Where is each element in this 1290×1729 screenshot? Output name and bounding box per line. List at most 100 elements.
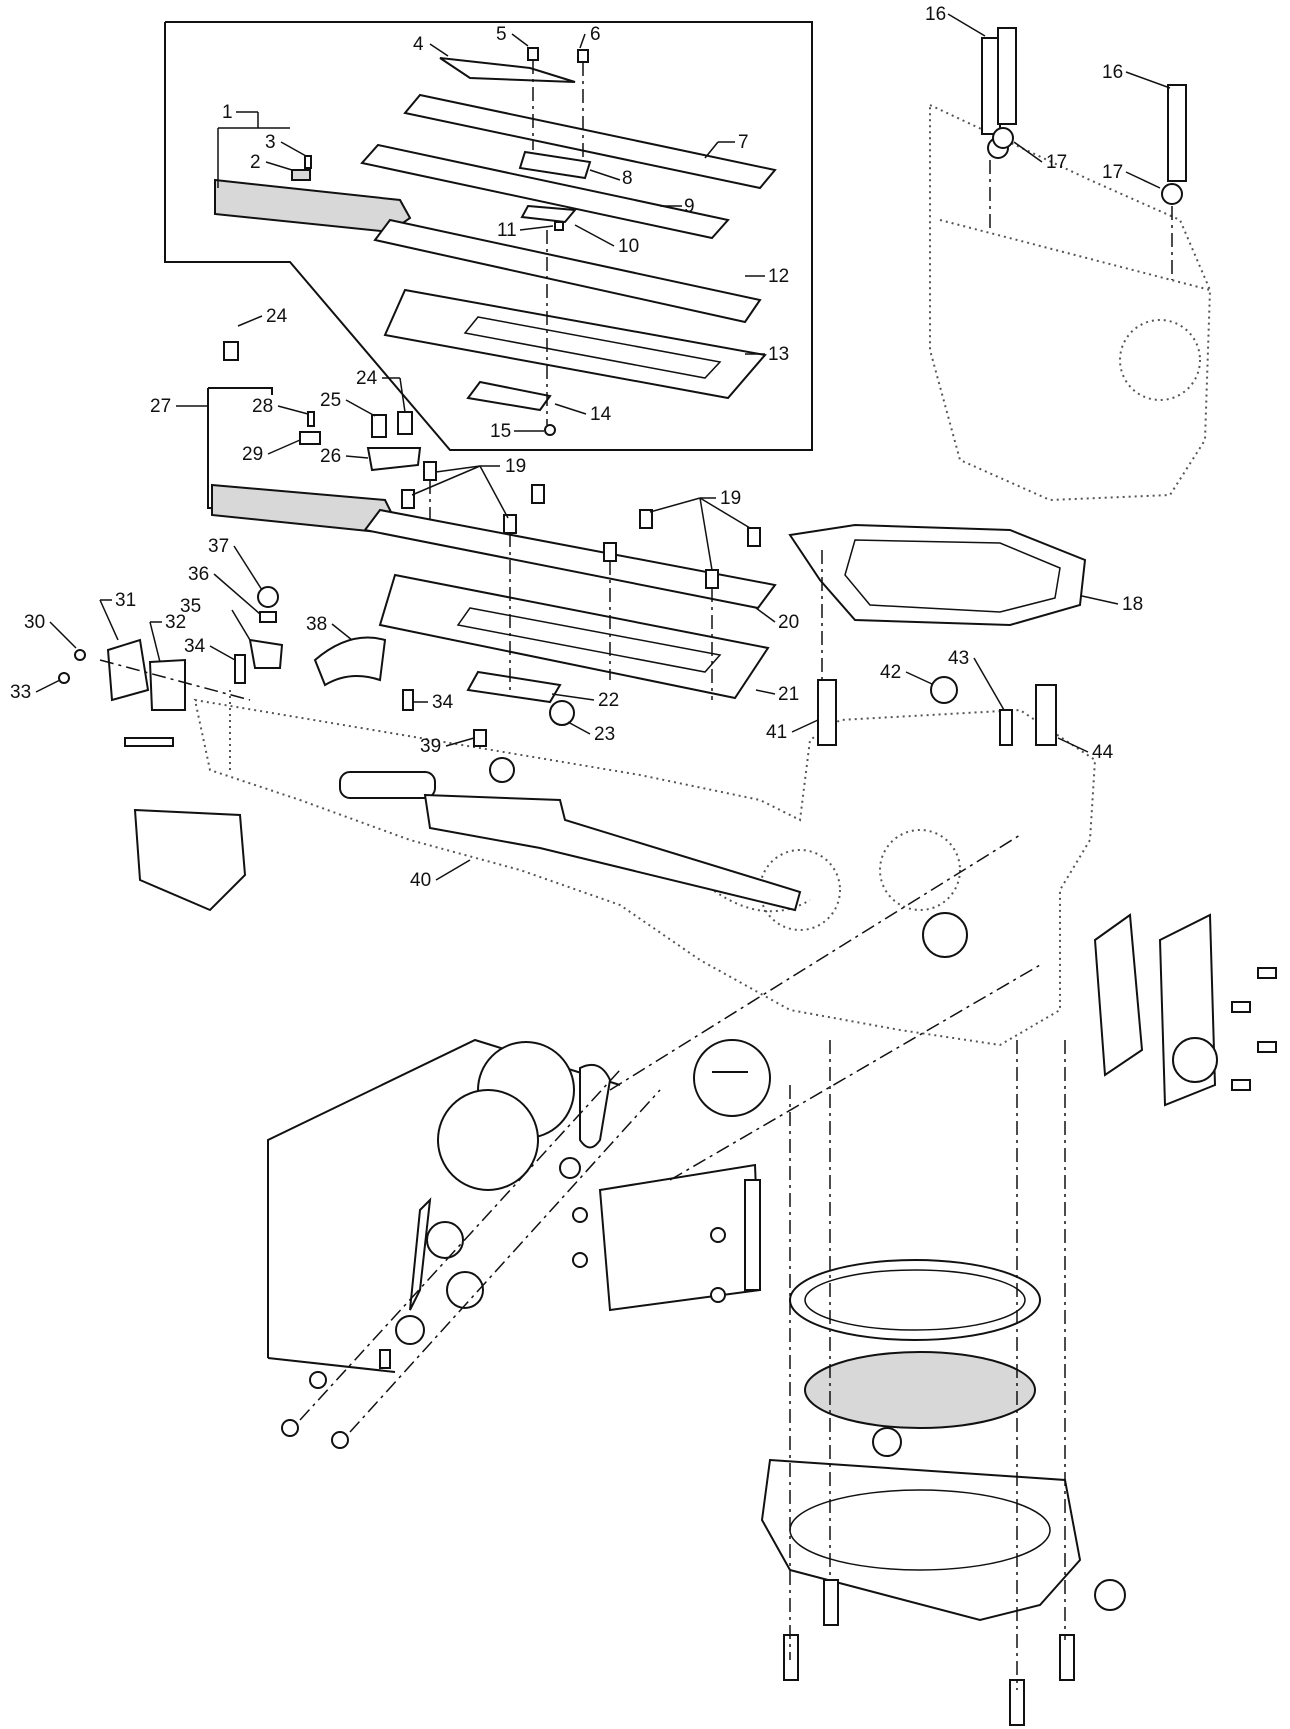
shaft (339, 771, 436, 799)
callout-31: 31 (115, 590, 136, 611)
callout-29: 29 (242, 444, 263, 465)
callout-15: 15 (490, 421, 511, 442)
callout-19-left: 19 (505, 456, 526, 477)
drain-plug (872, 1427, 902, 1457)
side-cover-assembly (1093, 913, 1277, 1107)
screw-30 (74, 649, 86, 661)
lever (579, 1064, 612, 1149)
callout-17-right: 17 (1102, 162, 1123, 183)
callout-10: 10 (618, 236, 639, 257)
part-22 (466, 670, 562, 704)
callout-8: 8 (622, 168, 633, 189)
callout-4: 4 (413, 34, 424, 55)
spring-4 (439, 57, 576, 83)
screw-24-left (223, 341, 239, 361)
bushing (489, 757, 515, 783)
top-right-small-parts (817, 676, 1057, 958)
callout-42: 42 (880, 662, 901, 683)
cover-plate-lower (598, 1163, 762, 1312)
callout-41: 41 (766, 722, 787, 743)
callout-9: 9 (684, 196, 695, 217)
callout-13: 13 (768, 344, 789, 365)
callout-23: 23 (594, 724, 615, 745)
screws-19 (401, 461, 761, 589)
callout-28: 28 (252, 396, 273, 417)
callout-26: 26 (320, 446, 341, 467)
callout-44: 44 (1092, 742, 1114, 763)
callout-43: 43 (948, 648, 969, 669)
screw-6 (577, 49, 589, 63)
inset-detail-box (164, 21, 813, 451)
plug-screw (1094, 1579, 1126, 1611)
callout-3: 3 (265, 132, 276, 153)
callout-25: 25 (320, 390, 341, 411)
callout-40: 40 (410, 870, 431, 891)
part-42 (930, 676, 958, 704)
callout-19-right: 19 (720, 488, 741, 509)
stud-44 (1035, 684, 1057, 746)
crank-arm (409, 1197, 432, 1311)
bolt-16-c (1167, 84, 1187, 182)
callout-11: 11 (497, 220, 517, 241)
callout-20: 20 (778, 612, 799, 633)
callout-36: 36 (188, 564, 209, 585)
screws-side (1231, 967, 1277, 1091)
screw-28 (307, 411, 315, 427)
callout-34-left: 34 (184, 636, 206, 657)
callout-38: 38 (306, 614, 327, 635)
callout-1: 1 (222, 102, 233, 123)
screw-24-right (397, 411, 413, 435)
part-31 (106, 638, 150, 702)
gasket-18 (788, 523, 1087, 627)
throat-plate-assembly (207, 341, 777, 726)
plate-9 (360, 143, 730, 240)
dial (437, 1089, 539, 1191)
screw-33 (58, 672, 70, 684)
cover-plate (133, 808, 247, 912)
screw-15 (544, 424, 556, 436)
plate-7 (403, 93, 777, 190)
callout-33: 33 (10, 682, 31, 703)
part-14 (466, 380, 552, 412)
callout-labels: 1 2 3 4 5 6 7 8 9 10 11 12 13 14 15 16 1 (10, 4, 1171, 891)
callout-24-top: 24 (266, 306, 288, 327)
callout-32: 32 (165, 612, 186, 633)
part-35 (248, 638, 284, 669)
assembly-lines (99, 550, 1066, 1690)
screw-3 (304, 155, 312, 169)
plate-20 (363, 508, 777, 610)
callout-7: 7 (738, 132, 749, 153)
callout-22: 22 (598, 690, 619, 711)
needle-plate-1 (214, 178, 412, 234)
callout-30: 30 (24, 612, 45, 633)
callout-37: 37 (208, 536, 229, 557)
shaft-pin (124, 737, 174, 747)
bolt-16-b (997, 27, 1017, 125)
pin-34-right (402, 689, 414, 711)
part-29 (299, 431, 321, 445)
feed-bar-40 (423, 793, 802, 912)
needle-plate-1-extension (373, 218, 762, 324)
screw-37 (257, 586, 279, 608)
part-36 (259, 611, 277, 623)
screw-11 (554, 221, 564, 231)
callout-14: 14 (590, 404, 612, 425)
callout-12: 12 (768, 266, 789, 287)
crank-assembly (267, 1038, 661, 1449)
cover-and-plug (572, 1039, 771, 1312)
callout-21: 21 (778, 684, 799, 705)
screw-43 (999, 709, 1013, 746)
part-2 (291, 169, 311, 181)
callout-6: 6 (590, 24, 601, 45)
arm-body-outline (193, 690, 1097, 1047)
oil-pan (760, 1458, 1082, 1622)
callout-18: 18 (1122, 594, 1143, 615)
part-39 (473, 729, 487, 747)
gasket-21 (378, 573, 770, 700)
callout-2: 2 (250, 152, 261, 173)
pin-41 (817, 679, 837, 746)
screw-5 (527, 47, 539, 61)
block-8 (518, 150, 592, 180)
callout-24-mid: 24 (356, 368, 378, 389)
callout-35: 35 (180, 596, 201, 617)
